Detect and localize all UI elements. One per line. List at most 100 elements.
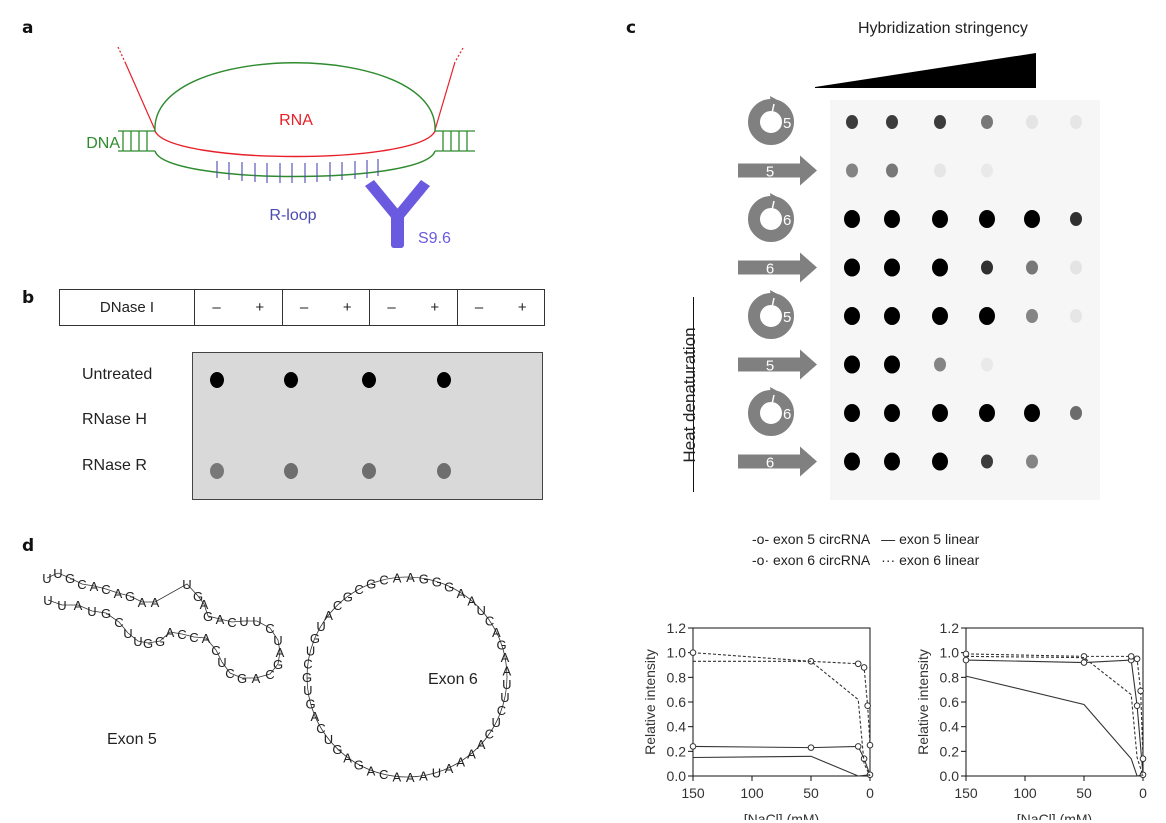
blot-dot [932, 452, 948, 471]
nucleotide: C [101, 582, 110, 597]
blot-dot [210, 463, 224, 479]
dna-duplex-right [435, 130, 475, 152]
nucleotide: G [302, 670, 312, 685]
nucleotide: U [502, 677, 511, 692]
y-tick-label: 0.8 [940, 669, 960, 685]
nucleotide: U [324, 732, 333, 747]
circrna-icon: 5 [748, 96, 794, 145]
blot-dot [884, 210, 900, 228]
legend-symbol-lin6: ··· [881, 552, 896, 568]
chart-legend: -o- exon 5 circRNA — exon 5 linear -o· e… [752, 529, 979, 571]
series-line [965, 659, 1144, 775]
blot-dot [1070, 406, 1082, 420]
blot-dot [934, 357, 946, 372]
dnase-group: –+ [283, 290, 370, 325]
dot-blot-b-svg [210, 372, 451, 479]
data-point [1133, 655, 1141, 663]
nucleotide: A [406, 770, 415, 785]
x-tick-label: 0 [866, 785, 874, 801]
nucleotide: A [457, 586, 466, 601]
exon-number: 5 [766, 358, 774, 375]
rna-strand [154, 130, 436, 158]
blot-dot [1024, 210, 1040, 228]
y-tick-label: 0.4 [940, 719, 960, 735]
linear-rna-icon: 5 [738, 155, 817, 186]
data-point [1080, 659, 1088, 666]
nucleotide: G [354, 758, 364, 773]
x-axis-label: [NaCl] (mM) [1017, 811, 1092, 820]
plot-frame [965, 627, 1144, 777]
circrna-icon: 5 [748, 290, 794, 339]
blot-dot [846, 115, 858, 129]
blot-dot [981, 163, 993, 178]
nucleotide: U [239, 614, 248, 629]
blot-dot [979, 210, 995, 228]
nucleotide: A [492, 625, 501, 640]
minus-label: – [212, 299, 221, 316]
minus-label: – [299, 299, 309, 316]
blot-dot [884, 404, 900, 422]
nucleotide: C [485, 614, 494, 629]
heat-bracket-line [693, 297, 694, 492]
blot-dot [932, 307, 948, 325]
series-line [965, 653, 1144, 759]
x-tick-label: 150 [681, 785, 705, 801]
nucleotide: A [311, 709, 320, 724]
row-label-untreated: Untreated [82, 366, 153, 383]
nucleotide: C [333, 598, 342, 613]
blot-dot [1070, 212, 1082, 226]
nucleotide: G [237, 671, 247, 686]
nucleotide: G [203, 609, 213, 624]
nucleotide: U [491, 715, 500, 730]
nucleotide: C [225, 666, 234, 681]
nucleotide: U [42, 571, 51, 586]
nucleotide: C [177, 627, 186, 642]
nucleotide: A [393, 769, 402, 784]
data-point [854, 743, 862, 750]
nucleotide: A [343, 750, 352, 765]
plot-frame [692, 627, 871, 777]
legend-symbol-circ5: -o- [752, 531, 770, 547]
blot-dot [284, 463, 298, 479]
nucleotide: G [143, 636, 153, 651]
circrna-icon: 6 [748, 387, 794, 436]
nucleotide: A [114, 586, 123, 601]
exon5-label: Exon 5 [107, 731, 157, 748]
x-tick-label: 50 [803, 785, 819, 801]
plus-label: + [430, 299, 440, 316]
blot-dot [1024, 404, 1040, 422]
blot-dot [844, 404, 860, 422]
nucleotide: A [419, 769, 428, 784]
nucleotide: U [316, 619, 325, 634]
nucleotide: C [189, 630, 198, 645]
nucleotide: A [166, 625, 175, 640]
nucleotide: U [182, 577, 191, 592]
exon6-label: Exon 6 [428, 671, 478, 688]
nucleotide: A [324, 608, 333, 623]
dnase-header: DNase I [60, 290, 195, 325]
panel-letter-c: c [626, 18, 637, 38]
blot-dot [844, 355, 860, 374]
nucleotide: G [332, 742, 342, 757]
blot-dot [932, 210, 948, 228]
nucleotide: C [354, 582, 363, 597]
stringency-wedge [815, 53, 1036, 88]
blot-dot [1026, 260, 1038, 275]
minus-label: – [474, 299, 484, 316]
blot-dot [1070, 115, 1082, 129]
x-axis-label: [NaCl] (mM) [744, 811, 819, 820]
nucleotide: G [65, 571, 75, 586]
nucleotide: G [496, 637, 506, 652]
legend-row: -o- exon 5 circRNA — exon 5 linear [752, 529, 979, 550]
nucleotide: C [265, 667, 274, 682]
circrna-icon: 6 [748, 193, 794, 242]
blot-dot [437, 463, 451, 479]
nucleotide: G [101, 606, 111, 621]
legend-item: exon 6 linear [899, 552, 980, 568]
blot-dot [844, 452, 860, 471]
dna-label: DNA [86, 135, 120, 152]
exon-number: 6 [766, 455, 774, 472]
nucleotide: A [216, 612, 225, 627]
